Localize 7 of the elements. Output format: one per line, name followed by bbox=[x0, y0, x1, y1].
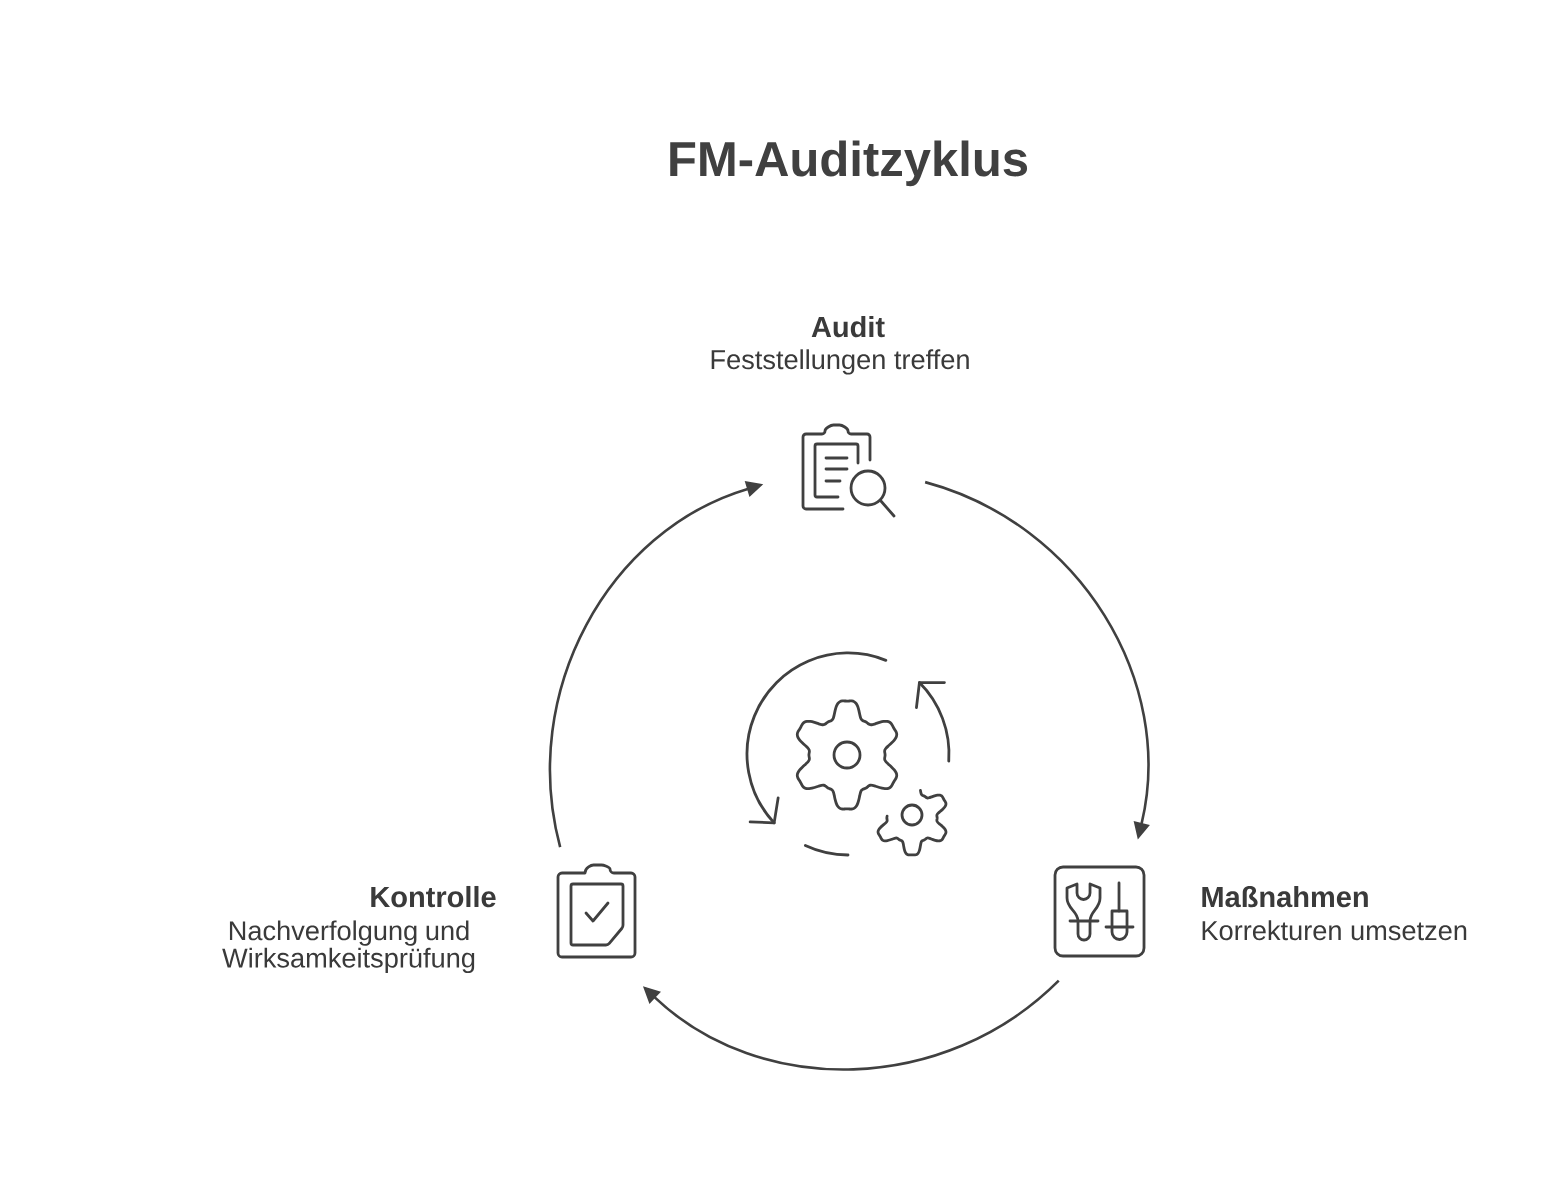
title: FM-Auditzyklus bbox=[670, 140, 1028, 187]
step-heading: Audit bbox=[811, 315, 885, 338]
step-description: Korrekturen umsetzen bbox=[1202, 920, 1467, 941]
step-description: Feststellungen treffen bbox=[711, 349, 969, 375]
step-heading: Maßnahmen bbox=[1202, 885, 1368, 908]
step-heading: Kontrolle bbox=[371, 885, 496, 908]
step-description: Nachverfolgung und Wirksamkeitsprüfung bbox=[222, 920, 475, 974]
